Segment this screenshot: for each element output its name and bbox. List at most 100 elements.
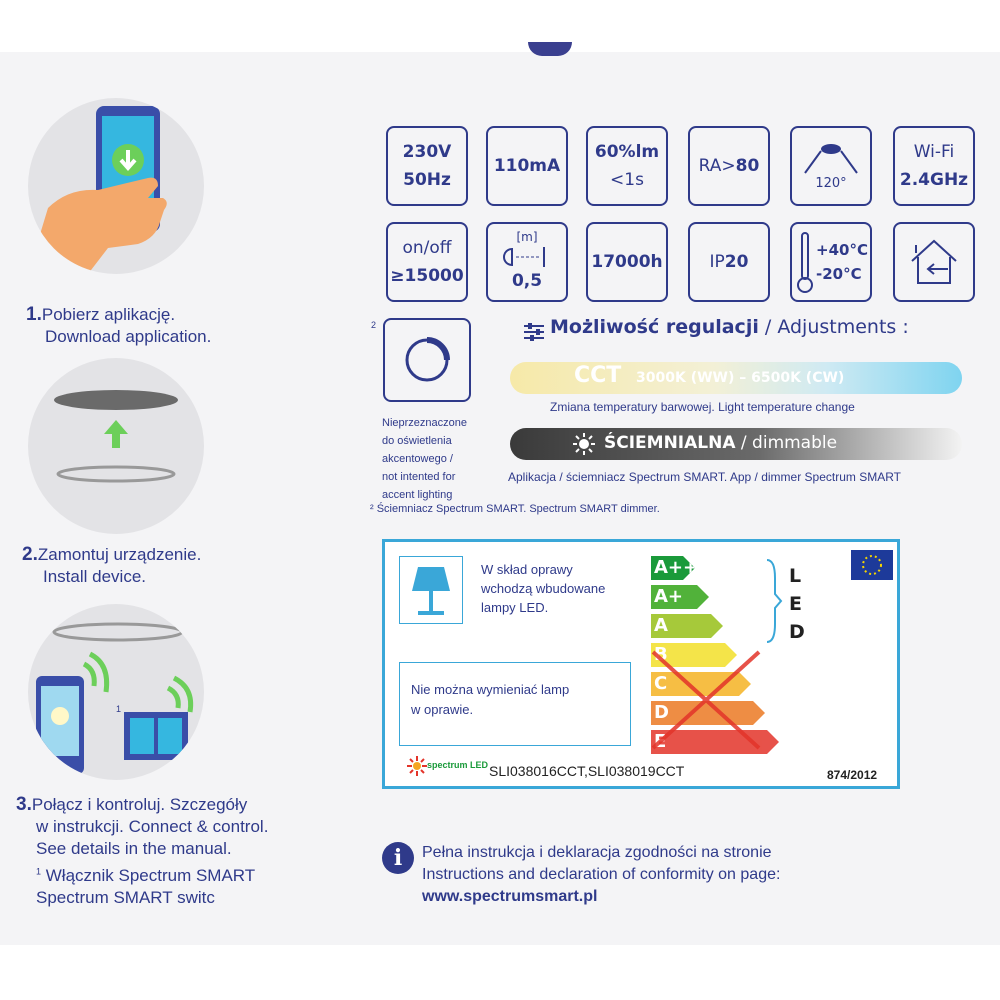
spec-ip: IP20 [688,222,770,302]
onoff-label: on/off [402,238,452,258]
step3-illustration [28,604,204,780]
dimmable-rest: / dimmable [735,433,838,453]
cct-bar: CCT 3000K (WW) – 6500K (CW) [510,362,962,394]
cct-caption: Zmiana temperatury barwowej. Light tempe… [550,400,855,414]
step2-illustration [28,358,204,534]
temp-min: -20°C [816,265,862,283]
energy-label: W skład oprawy wchodzą wbudowane lampy L… [382,539,900,789]
regulation-number: 874/2012 [827,768,878,782]
step1-number: 1. [26,304,42,325]
spec-dimmer [383,318,471,402]
frequency-value: 50Hz [403,170,451,190]
energy-class-0: A++ [651,556,695,580]
spec-ra: RA>80 [688,126,770,206]
spec-lifetime: 17000h [586,222,668,302]
onoff-count: ≥15000 [390,266,464,286]
energy-text1: W skład oprawy wchodzą wbudowane lampy L… [481,560,605,617]
table-lamp-icon [412,567,450,615]
spec-lumen: 60%lm <1s [586,126,668,206]
step3-line2: w instrukcji. Connect & control. [36,817,269,836]
current-value: 110mA [493,156,561,176]
energy-class-5: D [651,701,765,725]
not-intended-line2: do oświetlenia [382,435,452,447]
energy-text1-line2: wchodzą wbudowane [481,581,606,596]
step2-text: 2.Zamontuj urządzenie. Install device. [22,544,201,588]
not-intended-line5: accent lighting [382,489,453,501]
step1-illustration [28,98,204,274]
install-device-icon [54,390,178,483]
footnote-1-ref: 1 [36,866,42,876]
lamp-icon-box [399,556,463,624]
adjustments-bold: Możliwość regulacji [550,316,759,338]
beam-angle-value: 120° [815,176,847,191]
ra-prefix: RA> [698,156,736,176]
top-band [0,0,1000,52]
footnote-2-marker: 2 [371,320,377,330]
led-letter-l: L [789,565,802,587]
spec-wifi: Wi-Fi 2.4GHz [893,126,975,206]
voltage-value: 230V [402,142,452,162]
model-numbers: SLI038016CCT,SLI038019CCT [489,763,685,779]
info-line2: Instructions and declaration of conformi… [422,866,781,883]
bottom-band [0,945,1000,1000]
energy-text2-line1: Nie można wymieniać lamp [411,682,570,697]
energy-text2-line2: w oprawie. [411,702,474,717]
energy-text1-line3: lampy LED. [481,600,549,615]
brightness-icon [573,433,595,455]
step1-line1: Pobierz aplikację. [41,305,176,324]
distance-unit: [m] [516,230,538,244]
step3-line4: Włącznik Spectrum SMART [45,865,256,885]
dimmable-caption: Aplikacja / ściemniacz Spectrum SMART. A… [508,470,902,484]
info-line1: Pełna instrukcja i deklaracja zgodności … [422,844,772,861]
connect-control-icon [36,622,194,774]
led-bracket-icon [766,559,783,643]
step2-number: 2. [22,544,38,565]
beam-angle-icon [804,144,858,174]
distance-value: 0,5 [511,271,543,291]
not-intended-line3: akcentowego / [382,453,453,465]
top-tab-shape [528,42,572,56]
sliders-icon [524,323,544,341]
spec-indoor [893,222,975,302]
step3-line3: See details in the manual. [36,839,232,858]
spec-voltage: 230V 50Hz [386,126,468,206]
energy-text2-box [399,662,631,746]
step2-line2: Install device. [43,567,146,586]
spec-switching: on/off ≥15000 [386,222,468,302]
energy-class-1: A+ [651,585,709,609]
energy-text1-line1: W skład oprawy [481,562,573,577]
ra-value: 80 [735,156,760,176]
step1-line2: Download application. [45,327,212,346]
spec-beam-angle: 120° [790,126,872,206]
ip-value: 20 [724,252,749,272]
eu-flag-icon [851,550,893,580]
spectrum-brand: spectrum LED [427,760,489,770]
not-intended-note: Nieprzeznaczone do oświetlenia akcentowe… [382,414,467,504]
energy-text2: Nie można wymieniać lamp w oprawie. [411,680,569,720]
info-text: Pełna instrukcja i deklaracja zgodności … [422,842,780,908]
step3-text: 3.Połącz i kontroluj. Szczegóły w instru… [16,794,268,909]
lifetime-value: 17000h [591,252,663,272]
lumen-time: <1s [610,170,644,190]
cct-range: 3000K (WW) – 6500K (CW) [636,370,845,386]
temp-max: +40°C [816,241,868,259]
led-letters: L E D [789,562,805,646]
step3-line5: Spectrum SMART switc [36,887,215,907]
dimmer-footnote: ² Ściemniacz Spectrum SMART. Spectrum SM… [370,503,660,515]
cross-out-icon [651,650,761,750]
energy-class-2: A [651,614,723,638]
wifi-label: Wi-Fi [913,142,955,162]
spec-distance: [m] 0,5 [486,222,568,302]
step3-number: 3. [16,794,32,815]
led-letter-d: D [789,621,805,643]
step3-line1: Połącz i kontroluj. Szczegóły [31,795,248,814]
indoor-house-icon [911,239,957,284]
phone-download-icon [28,106,167,274]
distance-icon [503,247,545,267]
adjustments-heading: Możliwość regulacji / Adjustments : [550,316,909,338]
info-icon: i [382,842,414,874]
wifi-band: 2.4GHz [899,170,969,190]
step2-line1: Zamontuj urządzenie. [37,545,202,564]
info-url[interactable]: www.spectrumsmart.pl [422,888,598,905]
adjustments-rest: / Adjustments : [758,316,909,338]
